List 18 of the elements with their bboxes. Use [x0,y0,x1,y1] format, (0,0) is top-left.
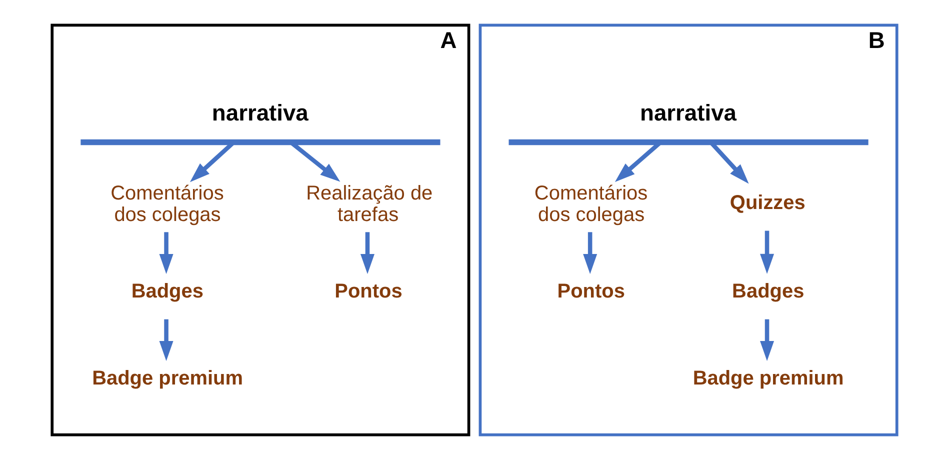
node-text: Badge premium [92,367,243,390]
node-text: Pontos [334,280,402,302]
node-text: Badges [131,280,204,302]
arrow [583,232,598,274]
node-text: narrativa [640,100,736,126]
node-text: Badge premium [692,367,844,390]
node-text: Pontos [557,280,625,302]
node-text: Quizzes [730,192,806,214]
node-text: Comentários dos colegas [534,182,648,226]
arrow [159,232,174,274]
arrow [159,319,174,361]
arrow [760,230,774,274]
node-text: Badges [732,280,804,302]
node-text: Realização de tarefas [306,182,433,226]
arrow [360,232,374,274]
node-text: Comentários dos colegas [110,182,224,226]
node-text: narrativa [212,100,308,126]
arrow [760,319,774,361]
